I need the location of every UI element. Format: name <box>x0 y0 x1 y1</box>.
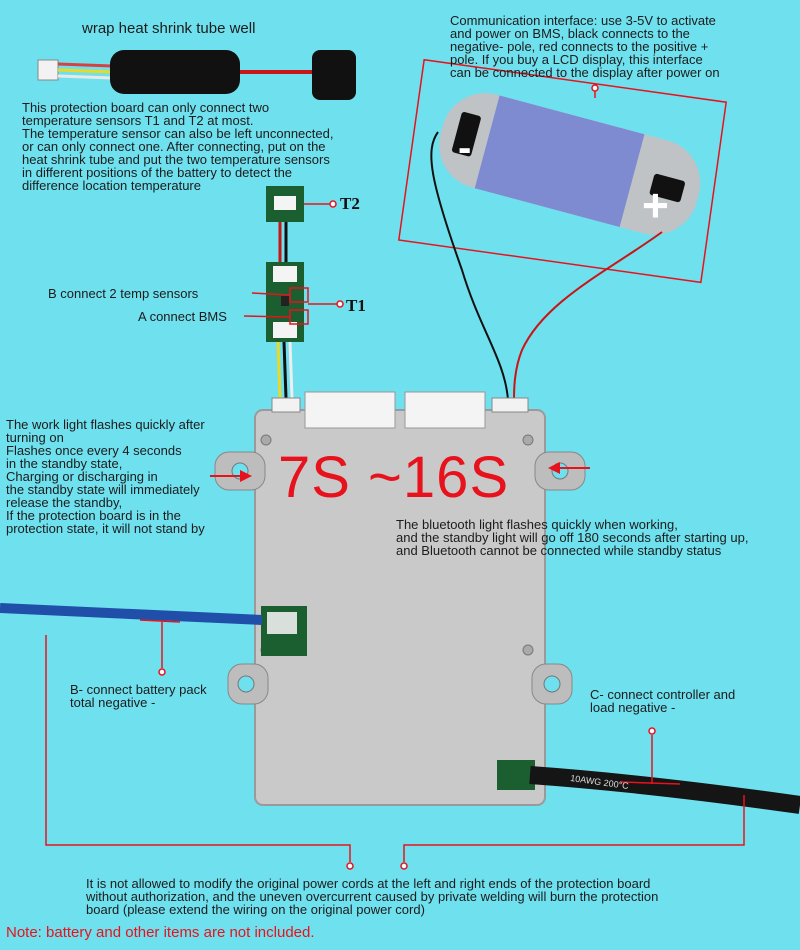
plus-terminal <box>649 173 685 203</box>
c-minus-cable <box>529 727 800 814</box>
battery-minus-symbol: - <box>458 126 472 170</box>
battery-highlight-box <box>397 58 728 284</box>
b-minus-cable <box>0 603 263 676</box>
balance-connector-1 <box>304 391 396 429</box>
communication-interface-description: Communication interface: use 3-5V to act… <box>450 13 720 80</box>
shrink-tube-cable <box>37 50 356 100</box>
t1-sensor <box>243 262 344 399</box>
heat-shrink-tube-left <box>110 50 240 94</box>
not-included-note: Note: battery and other items are not in… <box>6 924 315 941</box>
temp-sensor-port <box>271 397 301 413</box>
communication-port <box>491 397 529 413</box>
t2-label: T2 <box>340 194 360 213</box>
minus-terminal <box>452 112 481 157</box>
battery-image <box>397 58 728 401</box>
wiring-warning: It is not allowed to modify the original… <box>86 876 659 917</box>
model-range-label: 7S ~16S <box>278 445 510 510</box>
sensor-connector-top <box>37 59 59 81</box>
c-minus-label: C- connect controller and load negative … <box>590 687 736 715</box>
temp-sensor-description: This protection board can only connect t… <box>22 100 334 193</box>
arrow-right <box>548 462 590 474</box>
arrow-left <box>210 470 252 482</box>
battery-plus-symbol: + <box>642 179 669 231</box>
bluetooth-description: The bluetooth light flashes quickly when… <box>396 517 749 558</box>
b-connect-label: B connect 2 temp sensors <box>48 286 199 301</box>
shrink-tube-label: wrap heat shrink tube well <box>82 20 256 37</box>
balance-connector-2 <box>404 391 486 429</box>
c-minus-pad <box>497 760 535 790</box>
t1-label: T1 <box>346 296 366 315</box>
b-minus-label: B- connect battery pack total negative - <box>70 682 207 710</box>
a-connect-label: A connect BMS <box>138 309 227 324</box>
heat-shrink-tube-right <box>312 50 356 100</box>
warning-bracket <box>45 635 745 870</box>
work-light-description: The work light flashes quickly after tur… <box>6 417 205 536</box>
bms-case <box>254 409 546 806</box>
t2-sensor <box>266 186 337 264</box>
battery-wrap <box>474 95 645 228</box>
